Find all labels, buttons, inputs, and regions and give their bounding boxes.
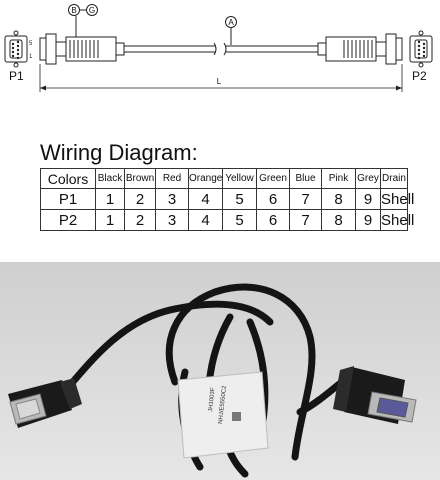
header-cell: Red <box>155 168 189 189</box>
cable-technical-drawing: 5 1 P1 <box>4 4 433 92</box>
right-db9-connector-icon <box>333 366 417 424</box>
barcode-icon <box>232 412 241 421</box>
product-photo: JH1003F NHJ/E5550C2 <box>0 262 440 480</box>
length-label: L <box>217 77 222 86</box>
pin-label-5: 5 <box>29 41 33 47</box>
header-cell: Pink <box>321 168 356 189</box>
header-colors: Colors <box>40 168 96 189</box>
p1-connector-side-icon <box>39 33 125 65</box>
pin-cell: 3 <box>155 209 189 231</box>
header-cell: Green <box>256 168 290 189</box>
pin-cell: 5 <box>222 188 257 210</box>
header-cell: Grey <box>355 168 381 189</box>
cable-band: JH1003F NHJ/E5550C2 <box>177 371 269 459</box>
pin-cell: 1 <box>95 188 125 210</box>
pin-cell: 2 <box>124 188 156 210</box>
pin-cell: 3 <box>155 188 189 210</box>
row-label: P2 <box>40 209 96 231</box>
header-cell: Drain <box>380 168 408 189</box>
length-dimension <box>39 64 403 92</box>
p2-connector-face-icon <box>409 30 433 68</box>
drain-cell: Shell <box>380 188 415 210</box>
pin-cell: 4 <box>188 209 223 231</box>
pin-cell: 7 <box>289 209 322 231</box>
header-cell: Yellow <box>222 168 257 189</box>
band-text-1: JH1003F <box>208 387 217 412</box>
drain-cell: Shell <box>380 209 415 231</box>
callout-b-label: B <box>71 6 76 15</box>
wiring-diagram-title: Wiring Diagram: <box>40 140 198 165</box>
table-row: P2 1 2 3 4 5 6 7 8 9 Shell <box>40 209 415 231</box>
callout-g: G <box>86 4 98 16</box>
callout-g-label: G <box>89 6 95 15</box>
pin-cell: 8 <box>321 188 356 210</box>
header-cell: Brown <box>124 168 156 189</box>
pin-cell: 4 <box>188 188 223 210</box>
table-row: P1 1 2 3 4 5 6 7 8 9 Shell <box>40 188 415 210</box>
header-cell: Blue <box>289 168 322 189</box>
row-label: P1 <box>40 188 96 210</box>
header-cell: Orange <box>188 168 223 189</box>
callout-a-label: A <box>228 18 234 27</box>
p1-connector-face-icon <box>4 30 28 68</box>
band-text-2: NHJ/E5550C2 <box>218 385 228 424</box>
p2-connector-side-icon <box>317 33 403 65</box>
left-db9-connector-icon <box>8 378 82 428</box>
pin-cell: 2 <box>124 209 156 231</box>
pin-cell: 8 <box>321 209 356 231</box>
pin-cell: 9 <box>355 209 381 231</box>
wiring-table: Colors Black Brown Red Orange Yellow Gre… <box>40 168 415 231</box>
p2-label: P2 <box>412 69 427 83</box>
pin-cell: 6 <box>256 209 290 231</box>
callout-b: B <box>68 4 80 16</box>
pin-cell: 7 <box>289 188 322 210</box>
pin-cell: 1 <box>95 209 125 231</box>
table-header-row: Colors Black Brown Red Orange Yellow Gre… <box>40 168 408 189</box>
pin-cell: 9 <box>355 188 381 210</box>
callout-a: A <box>225 16 237 28</box>
p1-label: P1 <box>9 69 24 83</box>
pin-cell: 6 <box>256 188 290 210</box>
pin-label-1: 1 <box>29 54 33 60</box>
pin-cell: 5 <box>222 209 257 231</box>
header-cell: Black <box>95 168 125 189</box>
cable-body-icon <box>124 42 318 56</box>
